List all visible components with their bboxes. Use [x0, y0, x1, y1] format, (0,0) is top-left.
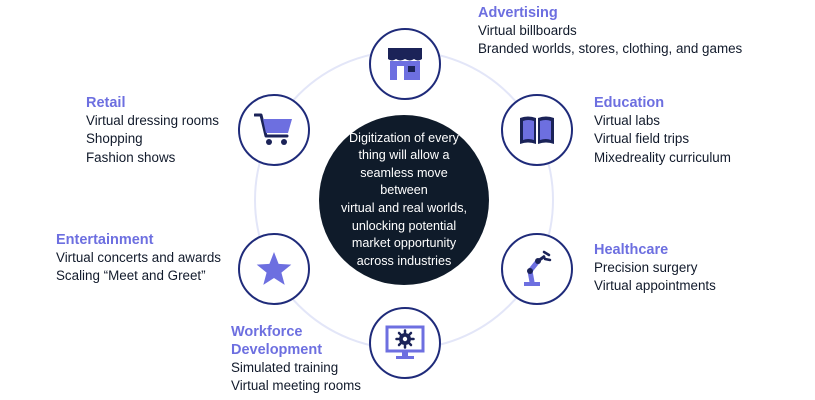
category-title: Healthcare	[594, 242, 669, 258]
category-item: Mixedreality curriculum	[594, 149, 731, 165]
entertainment-node	[238, 233, 310, 305]
healthcare-label: Healthcare Precision surgery Virtual app…	[594, 241, 716, 296]
book-icon	[520, 116, 554, 144]
category-title: Advertising	[478, 5, 558, 21]
category-item: Shopping	[86, 131, 143, 147]
workforce-label: Workforce Development Simulated training…	[231, 323, 361, 396]
category-item: Virtual appointments	[594, 278, 716, 294]
healthcare-node	[501, 233, 573, 305]
category-item: Virtual dressing rooms	[86, 113, 219, 128]
category-item: Branded worlds, stores, clothing, and ga…	[478, 41, 743, 57]
retail-label: Retail Virtual dressing rooms Shopping F…	[86, 94, 219, 167]
category-item: Fashion shows	[86, 149, 176, 165]
category-item: Precision surgery	[594, 260, 698, 275]
category-item: Simulated training	[231, 360, 339, 375]
category-item: Scaling “Meet and Greet”	[56, 268, 206, 284]
category-title: Education	[594, 95, 665, 111]
education-label: Education Virtual labs Virtual field tri…	[594, 94, 731, 167]
category-title: Workforce Development	[231, 324, 323, 358]
monitor-gear-icon	[385, 325, 425, 359]
category-title: Entertainment	[56, 232, 154, 248]
entertainment-label: Entertainment Virtual concerts and award…	[56, 231, 221, 286]
storefront-icon	[388, 48, 422, 80]
advertising-label: Advertising Virtual billboards Branded w…	[478, 4, 742, 59]
retail-node	[238, 94, 310, 166]
category-item: Virtual billboards	[478, 23, 577, 38]
category-item: Virtual meeting rooms	[231, 378, 361, 394]
category-item: Virtual concerts and awards	[56, 250, 221, 265]
robotic-arm-icon	[524, 250, 552, 286]
category-item: Virtual field trips	[594, 131, 690, 147]
advertising-node	[369, 28, 441, 100]
center-text: Digitization of every thing will allow a…	[341, 130, 467, 268]
shopping-cart-icon	[254, 113, 292, 145]
star-icon	[256, 252, 292, 285]
category-title: Retail	[86, 95, 126, 111]
center-circle: Digitization of every thing will allow a…	[319, 115, 489, 285]
category-item: Virtual labs	[594, 113, 660, 128]
workforce-node	[369, 307, 441, 379]
education-node	[501, 94, 573, 166]
